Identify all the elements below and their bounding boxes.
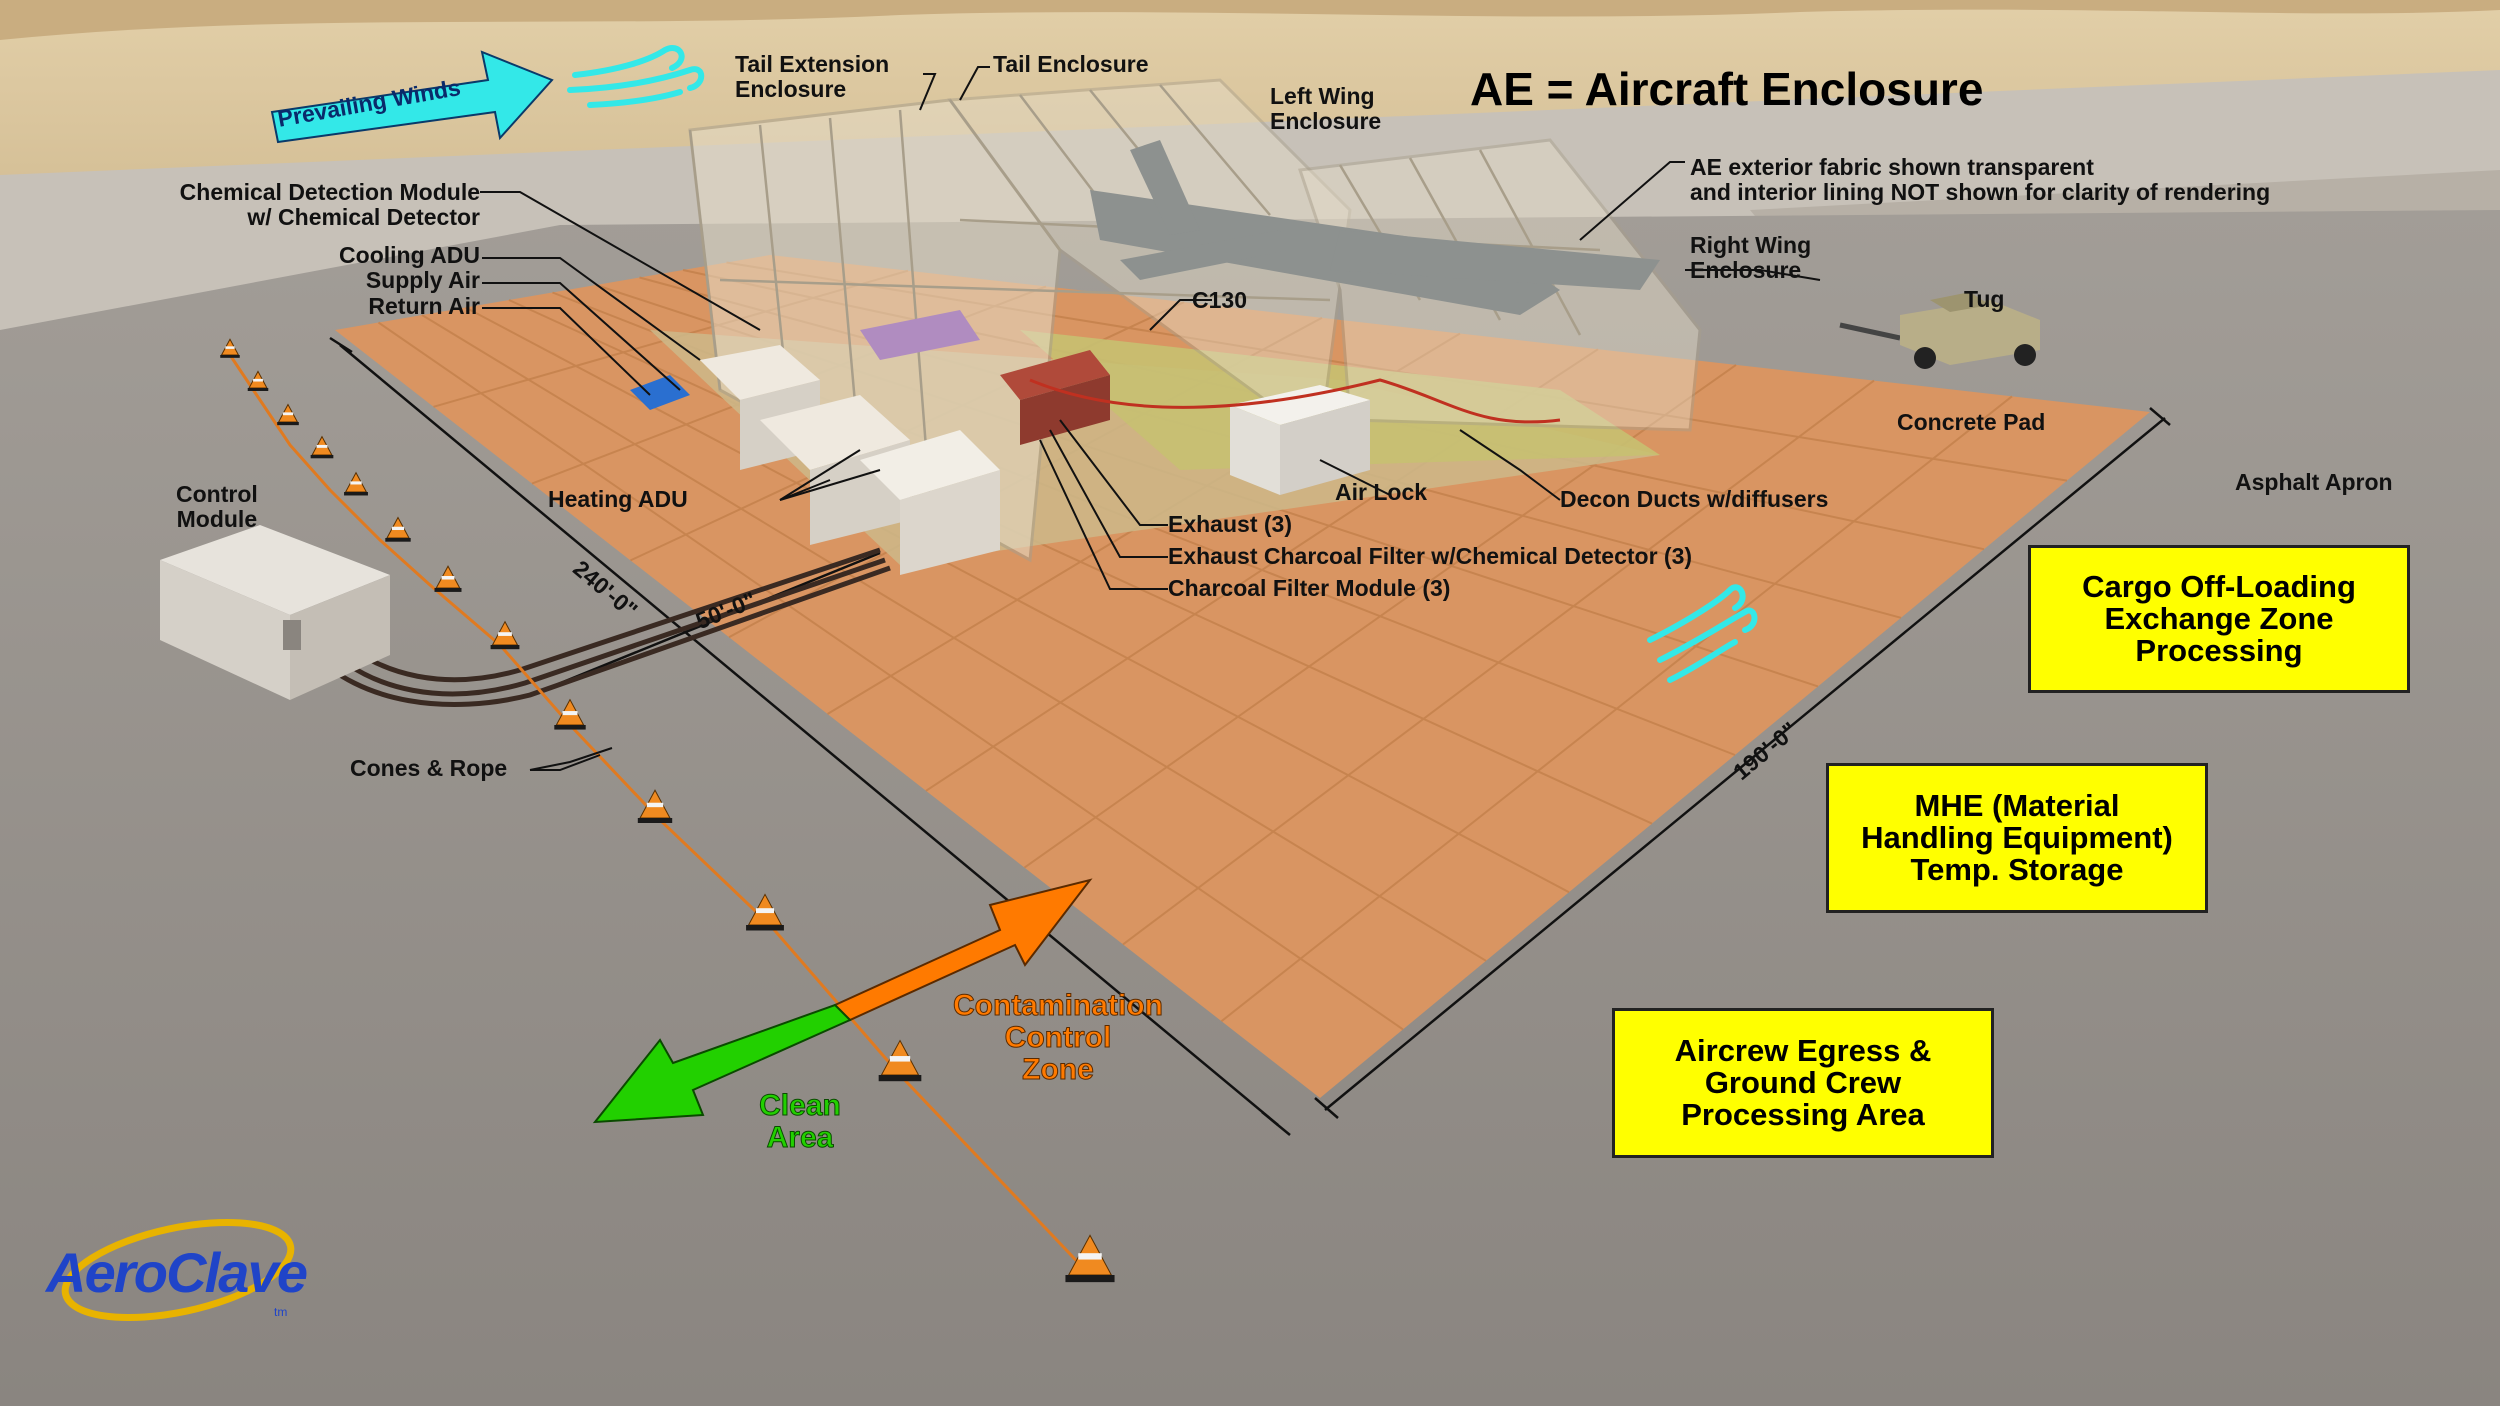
leader-lines xyxy=(480,66,1821,771)
concrete-pad xyxy=(335,255,2150,1098)
wind-icon xyxy=(567,45,705,108)
zone-text-mhe: MHE (Material Handling Equipment) Temp. … xyxy=(1861,788,2173,887)
cone-base xyxy=(746,925,784,931)
cone-base xyxy=(637,818,673,823)
label-cooling-adu: Cooling ADU xyxy=(339,242,480,268)
cone-reflective-band xyxy=(646,802,664,808)
wind-icon xyxy=(1647,584,1758,683)
cone-base xyxy=(1065,1275,1115,1283)
cone-base xyxy=(277,422,299,426)
cone-reflective-band xyxy=(441,576,455,580)
cone-reflective-band xyxy=(1078,1253,1102,1260)
logo-tm: tm xyxy=(274,1305,287,1319)
label-ae-fabric-note: AE exterior fabric shown transparent and… xyxy=(1690,154,2271,205)
control-module-box xyxy=(160,525,390,700)
label-charcoal-filter-module: Charcoal Filter Module (3) xyxy=(1168,575,1451,601)
cone-base xyxy=(878,1075,922,1082)
tug-vehicle xyxy=(1839,292,2040,369)
cone-reflective-band xyxy=(225,346,235,349)
label-control-module: Control Module xyxy=(176,481,258,532)
label-asphalt-apron: Asphalt Apron xyxy=(2235,469,2393,495)
logo-text: AeroClave xyxy=(44,1241,308,1304)
pad-grid-line xyxy=(1122,379,1875,946)
label-chemical-detection: Chemical Detection Module w/ Chemical De… xyxy=(179,179,480,230)
cone-reflective-band xyxy=(391,526,405,531)
label-tug: Tug xyxy=(1964,286,2005,312)
cone-reflective-band xyxy=(889,1056,911,1062)
zone-text-aircrew: Aircrew Egress & Ground Crew Processing … xyxy=(1674,1033,1932,1132)
label-return-air: Return Air xyxy=(368,293,480,319)
cone-base xyxy=(434,588,462,592)
cone-base xyxy=(344,492,368,496)
zone-arrow xyxy=(592,878,1093,1124)
pad-grid-line xyxy=(1220,395,2013,1022)
label-tail-enclosure: Tail Enclosure xyxy=(993,51,1149,77)
aircraft-enclosure xyxy=(630,78,1702,575)
prevailing-winds-arrow xyxy=(270,50,554,144)
label-air-lock: Air Lock xyxy=(1335,479,1428,505)
cone-reflective-band xyxy=(498,632,512,636)
label-contamination-zone: Contamination Control Zone xyxy=(953,989,1164,1086)
label-exhaust-charcoal-filter: Exhaust Charcoal Filter w/Chemical Detec… xyxy=(1168,543,1693,569)
label-cones-rope: Cones & Rope xyxy=(350,755,508,781)
label-clean-area: Clean Area xyxy=(759,1089,842,1154)
label-c130: C130 xyxy=(1192,287,1247,313)
diagram-title: AE = Aircraft Enclosure xyxy=(1470,63,1984,115)
label-tail-extension: Tail Extension Enclosure xyxy=(735,51,890,102)
cone-reflective-band xyxy=(316,444,328,448)
cone-base xyxy=(247,388,269,391)
cone-rope xyxy=(228,354,1092,1277)
cone-reflective-band xyxy=(253,378,263,382)
zone-box-mhe: MHE (Material Handling Equipment) Temp. … xyxy=(1826,763,2208,913)
cone-base xyxy=(310,455,334,459)
label-decon-ducts: Decon Ducts w/diffusers xyxy=(1560,486,1829,512)
cone-base xyxy=(385,538,411,542)
zone-box-cargo: Cargo Off-Loading Exchange Zone Processi… xyxy=(2028,545,2410,693)
label-left-wing: Left Wing Enclosure xyxy=(1270,83,1382,134)
label-heating-adu: Heating ADU xyxy=(548,486,688,512)
label-right-wing: Right Wing Enclosure xyxy=(1690,232,1812,283)
aeroclave-logo: AeroClave tm xyxy=(44,1218,308,1322)
zone-box-aircrew: Aircrew Egress & Ground Crew Processing … xyxy=(1612,1008,1994,1158)
cone-base xyxy=(220,355,240,358)
cone-reflective-band xyxy=(562,711,578,716)
traffic-cones xyxy=(220,338,1115,1283)
cone-reflective-band xyxy=(755,908,775,914)
cone-reflective-band xyxy=(282,412,294,416)
cone-base xyxy=(490,645,520,650)
distant-dunes xyxy=(0,0,2500,40)
label-concrete-pad: Concrete Pad xyxy=(1897,409,2046,435)
label-exhaust: Exhaust (3) xyxy=(1168,511,1292,537)
zone-text-cargo: Cargo Off-Loading Exchange Zone Processi… xyxy=(2082,569,2356,668)
label-supply-air: Supply Air xyxy=(365,267,480,293)
cone-reflective-band xyxy=(350,481,362,485)
cone-base xyxy=(554,725,586,730)
